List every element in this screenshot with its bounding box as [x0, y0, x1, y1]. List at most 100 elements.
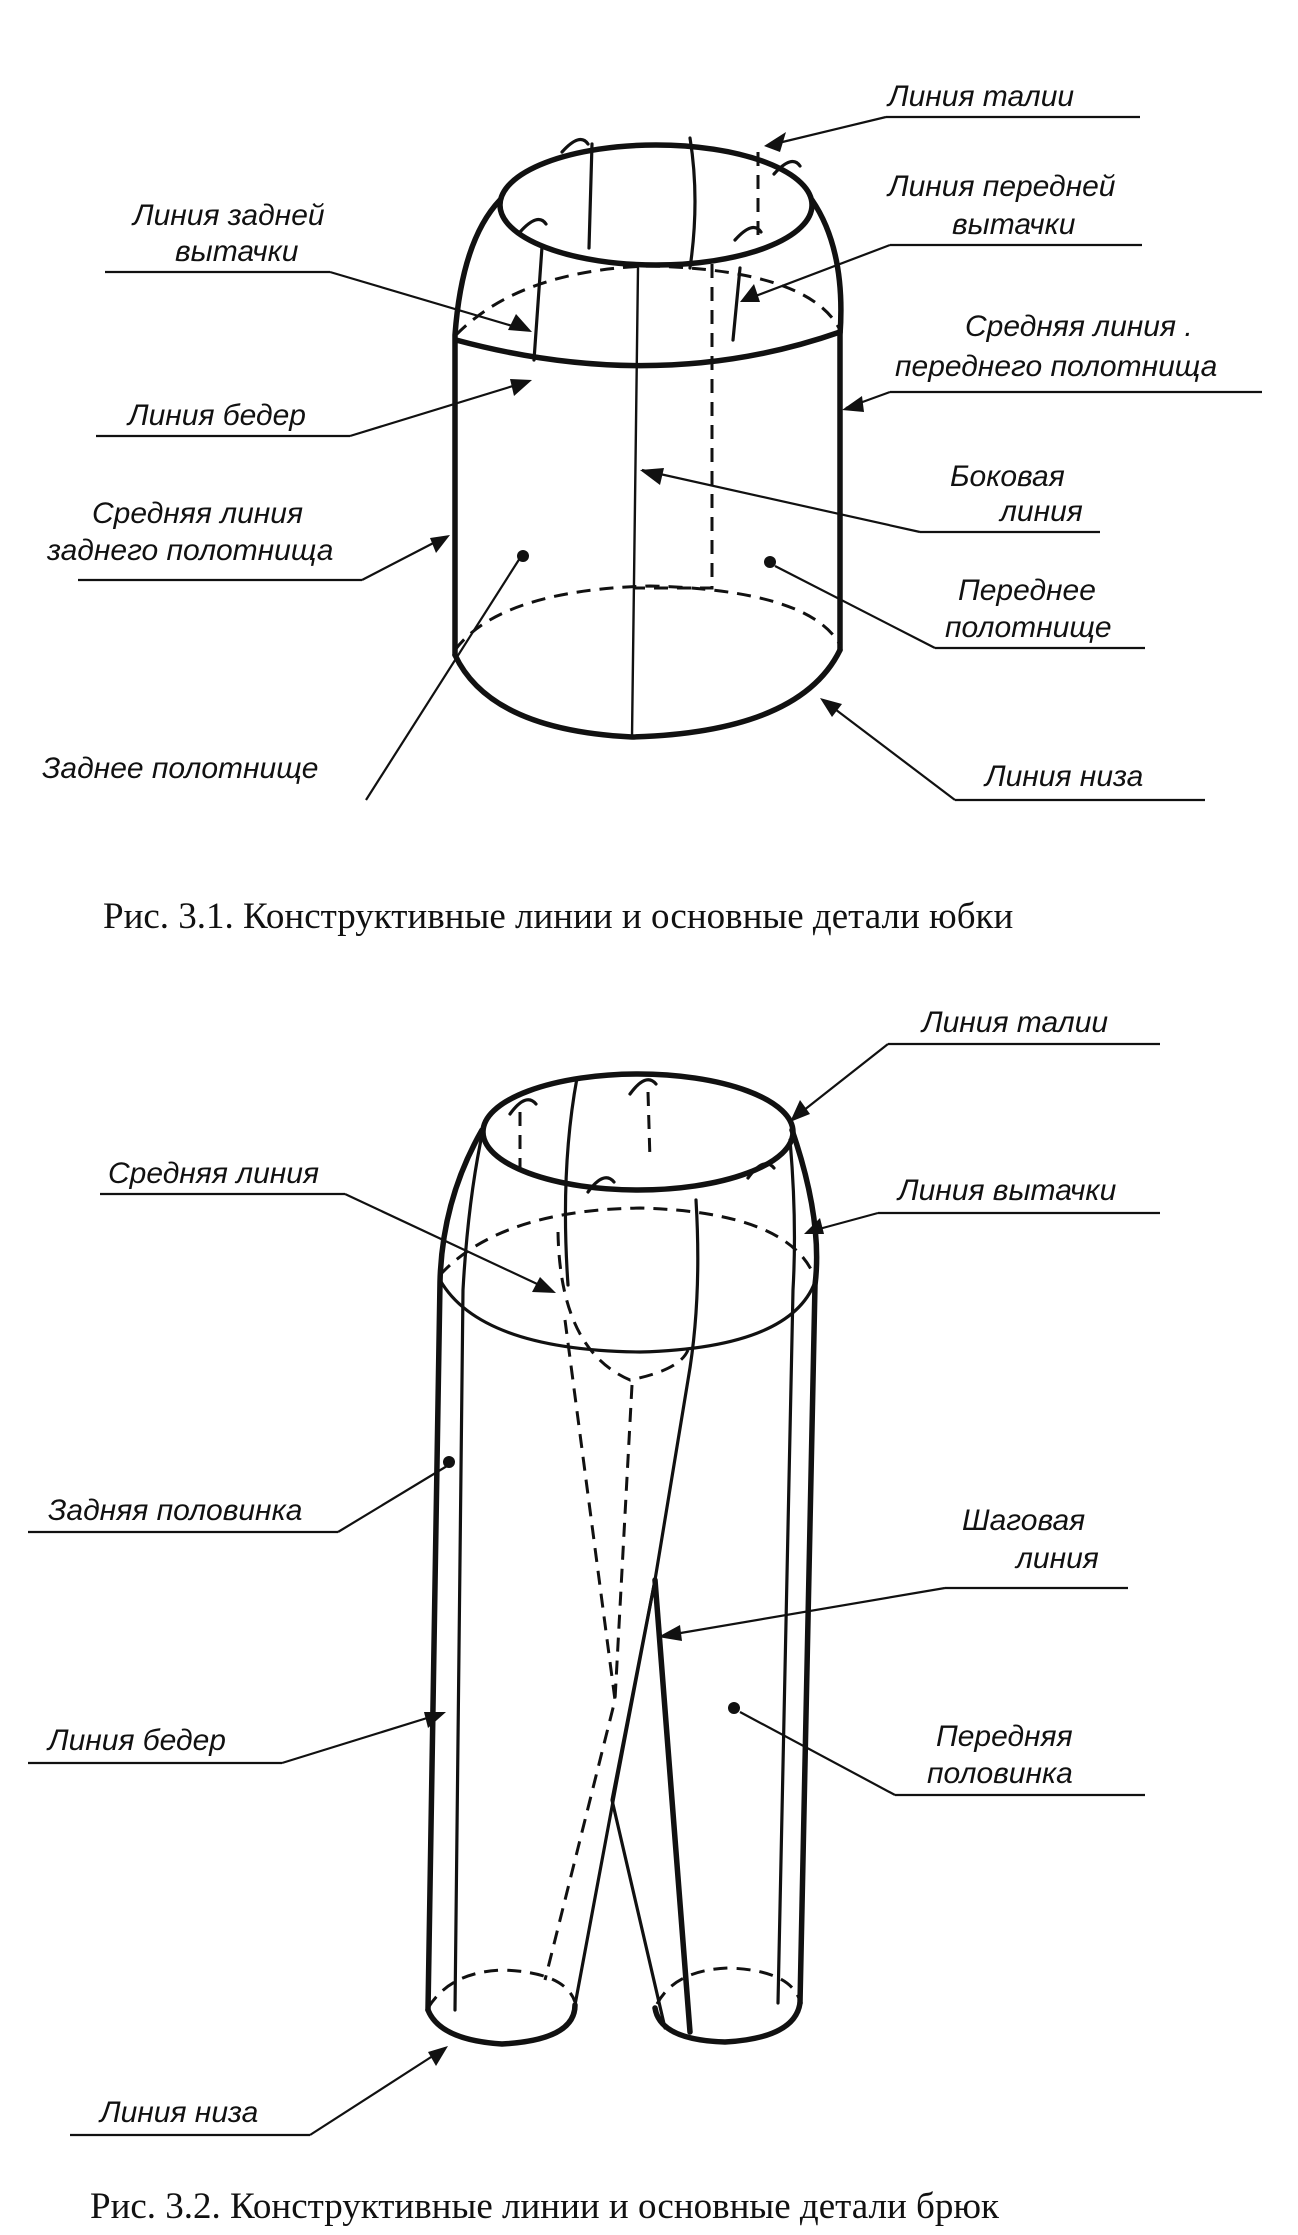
skirt-waist-ellipse: [497, 142, 815, 268]
arrow-skirt-front-center: [842, 396, 864, 412]
arrow-trousers-waist: [790, 1100, 810, 1122]
label-skirt-waist: Линия талии: [886, 80, 1074, 113]
leader-skirt-hem: [822, 699, 956, 801]
label-trousers-inseam-2: линия: [1014, 1542, 1099, 1575]
label-skirt-front-dart-1: Линия передней: [886, 170, 1116, 203]
label-trousers-center: Средняя линия: [108, 1157, 319, 1190]
arrow-skirt-hip: [510, 379, 532, 396]
trousers-back-inseam-dashed-right: [613, 1384, 634, 1701]
trousers-dart-tip-2: [628, 1078, 658, 1096]
trousers-back-inseam-dashed-left: [543, 1319, 617, 1981]
trousers-waist-ellipse: [480, 1071, 796, 1193]
trousers-front-leg-inner: [652, 1577, 693, 2035]
skirt-hem-front: [452, 647, 843, 740]
caption-trousers: Рис. 3.2. Конструктивные линии и основны…: [90, 2186, 1000, 2227]
skirt-labels: Линия талии Линия передней вытачки Линия…: [42, 80, 1217, 793]
trousers-left-inner-seam: [453, 1128, 485, 2012]
leader-skirt-waist: [769, 115, 887, 147]
leader-skirt-hip: [349, 380, 527, 438]
leader-skirt-back-dart: [329, 270, 527, 332]
arrow-trousers-inseam: [658, 1625, 682, 1641]
leader-trousers-center: [344, 1193, 551, 1291]
trousers-front-crotch: [573, 1198, 700, 2007]
label-trousers-front-half-1: Передняя: [936, 1720, 1073, 1753]
trousers-drawing: [425, 1071, 820, 2047]
leader-skirt-back-center: [361, 536, 446, 581]
trousers-leaders: [28, 1042, 1160, 2137]
skirt-dart-tip-4: [733, 225, 763, 242]
leader-trousers-hip: [281, 1712, 441, 1765]
leader-trousers-hem: [309, 2049, 443, 2136]
trousers-left-hem-front: [425, 2002, 578, 2047]
label-skirt-front-panel-1: Переднее: [958, 574, 1096, 607]
label-trousers-dart: Линия вытачки: [896, 1174, 1117, 1207]
arrow-trousers-hip: [424, 1712, 446, 1728]
label-trousers-hem: Линия низа: [98, 2096, 258, 2129]
leader-trousers-back-half: [337, 1465, 448, 1533]
label-skirt-front-panel-2: полотнище: [945, 611, 1112, 644]
trousers-right-hem-back: [655, 1966, 802, 2005]
trousers-left-hem-back: [426, 1968, 577, 2009]
trousers-back-half-dot: [443, 1456, 455, 1468]
label-skirt-side-1: Боковая: [950, 460, 1065, 493]
label-trousers-inseam-1: Шаговая: [962, 1504, 1085, 1537]
skirt-front-panel-dot: [764, 556, 776, 568]
skirt-dart-tip-1: [560, 137, 590, 154]
skirt-drawing: [452, 136, 844, 740]
label-skirt-back-dart-2: вытачки: [175, 235, 299, 268]
label-skirt-front-dart-2: вытачки: [952, 208, 1076, 241]
arrow-skirt-hem: [820, 698, 842, 717]
skirt-front-center-dashed: [635, 264, 714, 590]
trousers-dart-tip-3: [586, 1176, 616, 1194]
label-trousers-front-half-2: половинка: [927, 1757, 1073, 1790]
label-skirt-front-center-1: Средняя линия .: [965, 310, 1193, 343]
skirt-leaders: [78, 115, 1262, 802]
label-skirt-back-panel: Заднее полотнище: [42, 752, 318, 785]
label-skirt-side-2: линия: [998, 495, 1083, 528]
label-trousers-hip: Линия бедер: [46, 1724, 226, 1757]
skirt-left-contour: [452, 197, 503, 658]
arrow-trousers-center: [532, 1277, 556, 1293]
skirt-back-hip-arc: [453, 329, 843, 369]
caption-skirt: Рис. 3.1. Конструктивные линии и основны…: [103, 896, 1013, 937]
trousers-hip-back-dashed: [438, 1206, 817, 1279]
label-skirt-back-dart-1: Линия задней: [131, 199, 325, 232]
trousers-crotch-dashed: [556, 1231, 690, 1382]
leader-skirt-front-dart: [744, 243, 891, 302]
skirt-center-line-upper: [688, 136, 697, 270]
arrow-trousers-hem: [428, 2046, 448, 2066]
skirt-dart-tip-3: [772, 159, 802, 176]
arrow-skirt-side: [640, 468, 664, 485]
label-skirt-hem: Линия низа: [983, 760, 1143, 793]
skirt-hem-back-dashed: [453, 584, 842, 651]
leader-skirt-back-panel: [365, 557, 521, 801]
trousers-labels: Линия талии Линия вытачки Средняя линия …: [46, 1006, 1117, 2129]
skirt-back-dart-lower: [587, 142, 594, 250]
trousers-dart-tip-4: [746, 1162, 776, 1180]
arrow-skirt-waist: [764, 132, 786, 152]
leader-trousers-front-half: [739, 1711, 896, 1796]
trousers-dart-2: [646, 1091, 652, 1161]
label-trousers-back-half: Задняя половинка: [48, 1494, 302, 1527]
arrow-skirt-front-dart: [740, 284, 760, 302]
arrow-trousers-dart: [804, 1218, 824, 1234]
trousers-hip-front: [438, 1278, 817, 1354]
trousers-right-inner-seam: [776, 1138, 797, 2005]
label-skirt-hip: Линия бедер: [126, 399, 306, 432]
skirt-hip-back-dashed: [454, 264, 842, 337]
skirt-front-dart-low: [731, 266, 742, 342]
leader-skirt-front-panel: [774, 565, 936, 649]
arrow-skirt-back-dart: [508, 314, 532, 332]
label-skirt-front-center-2: переднего полотнища: [895, 350, 1217, 383]
trousers-right-hem-front: [652, 2000, 803, 2045]
skirt-dart-tip-2: [518, 217, 548, 234]
trousers-back-leg-line: [610, 1578, 667, 2030]
label-skirt-back-center-1: Средняя линия: [92, 497, 303, 530]
skirt-back-dart-left: [532, 245, 544, 362]
label-trousers-waist: Линия талии: [920, 1006, 1108, 1039]
arrow-skirt-back-center: [430, 535, 450, 553]
leader-trousers-waist: [793, 1043, 889, 1119]
trousers-left-outer: [425, 1127, 485, 2013]
leader-trousers-inseam: [662, 1586, 946, 1638]
